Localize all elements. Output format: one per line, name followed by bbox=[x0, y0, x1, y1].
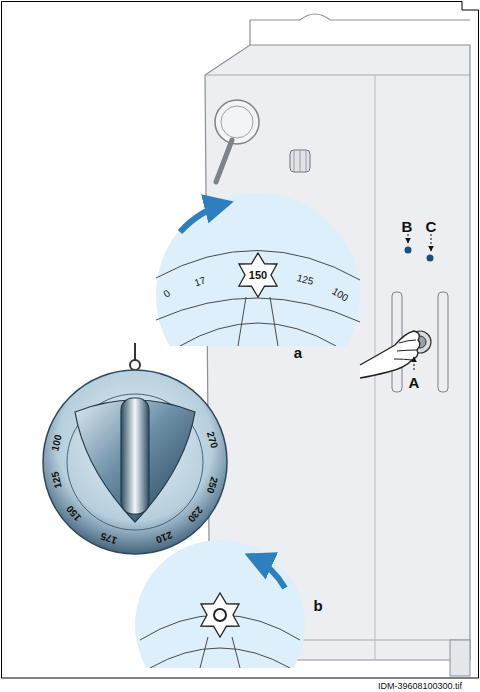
dial-scale-number: 125 bbox=[50, 471, 63, 490]
callout-letter: A bbox=[409, 375, 420, 390]
dial-scale-number: 100 bbox=[51, 433, 65, 452]
dial-scale-number: 150 bbox=[65, 504, 83, 523]
file-name: IDM-39608100300.tif bbox=[378, 682, 462, 691]
dial-scale-number: 100 bbox=[330, 286, 349, 303]
dial-scale-number: 175 bbox=[99, 530, 118, 545]
dial-scale-number: 230 bbox=[186, 505, 204, 524]
callout-letter: C bbox=[426, 219, 437, 234]
dial-scale-number: 270 bbox=[205, 431, 219, 450]
dial-scale-number: 17 bbox=[193, 276, 207, 289]
view-letter: a bbox=[294, 345, 302, 360]
knob-setting: 150 bbox=[249, 270, 267, 281]
dial-scale-number: 250 bbox=[204, 476, 218, 495]
dial-scale-number: 0 bbox=[162, 288, 172, 299]
callout-letter: B bbox=[402, 219, 413, 234]
dial-scale-number: 210 bbox=[154, 529, 173, 544]
view-letter: b bbox=[313, 598, 322, 613]
dial-scale-number: 125 bbox=[296, 273, 315, 287]
